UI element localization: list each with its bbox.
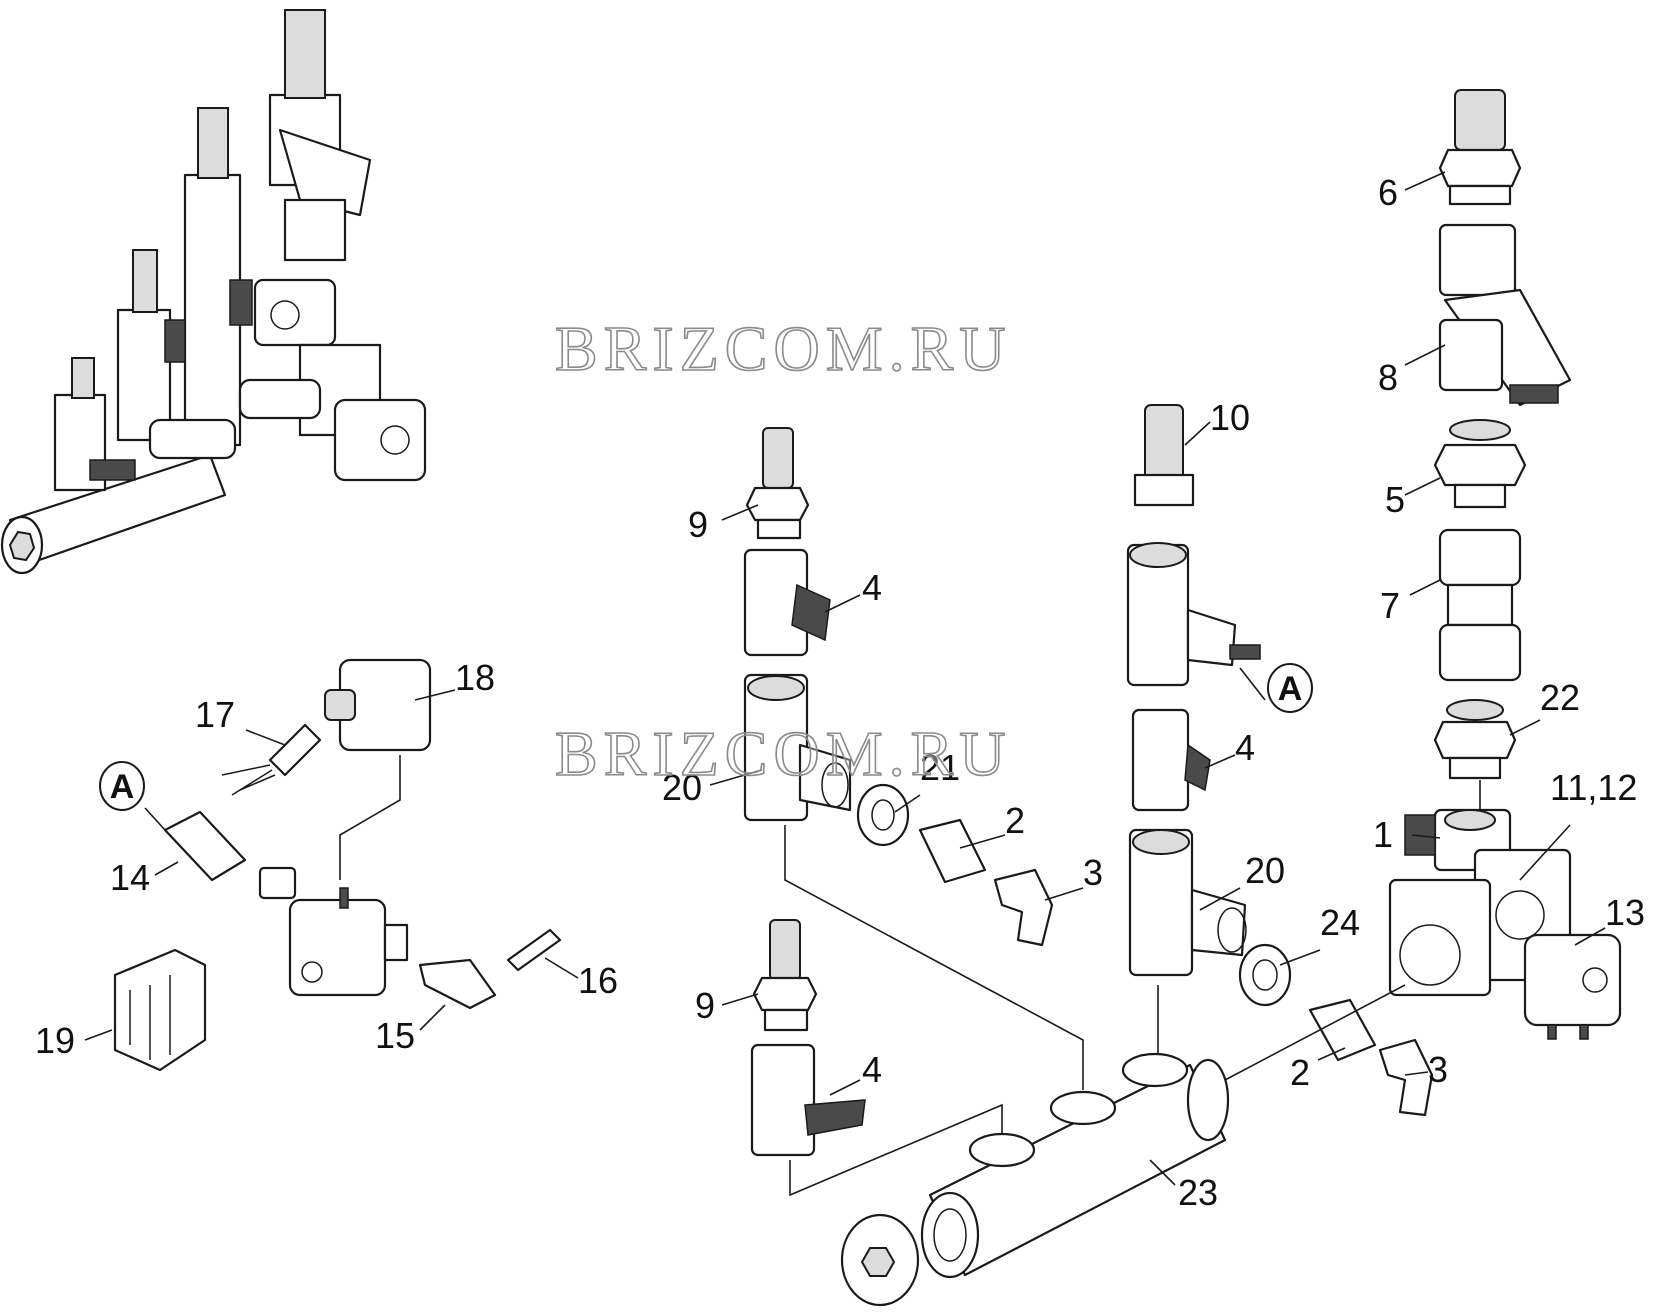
callout-17: 17	[195, 694, 235, 735]
callout-4-lower: 4	[862, 1049, 882, 1090]
part-4-ball-valve-middle	[1131, 708, 1211, 812]
callout-4-upper: 4	[862, 567, 882, 608]
callout-2-lower: 2	[1290, 1052, 1310, 1093]
callout-14: 14	[110, 857, 150, 898]
part-9-hose-nipple-upper	[745, 427, 810, 540]
part-4-ball-valve-lower	[750, 1043, 866, 1157]
part-2-fitting-upper	[918, 818, 987, 884]
part-14-coupling	[163, 810, 247, 882]
part-t-piece-with-sensor	[1126, 542, 1261, 687]
part-20-t-piece-middle	[1128, 828, 1247, 977]
reference-marker-a-right: A	[1267, 663, 1313, 713]
callout-9-upper: 9	[688, 504, 708, 545]
callout-24: 24	[1320, 902, 1360, 943]
callout-9-lower: 9	[695, 985, 715, 1026]
callout-4-middle: 4	[1235, 727, 1255, 768]
part-5-nipple	[1433, 419, 1527, 509]
callout-1: 1	[1373, 814, 1393, 855]
part-9-hose-nipple-lower	[752, 919, 818, 1032]
part-2-fitting-right	[1308, 998, 1377, 1062]
part-10-hose-nipple	[1133, 404, 1195, 507]
callout-19: 19	[35, 1020, 75, 1061]
callout-2-upper: 2	[1005, 800, 1025, 841]
callout-22: 22	[1540, 677, 1580, 718]
part-3-elbow-right	[1378, 1038, 1434, 1117]
callout-3-lower: 3	[1428, 1049, 1448, 1090]
callout-labels: 6 8 10 5 9 4 7 18 17 22 4 11,12 20 21 2 …	[35, 172, 1645, 1213]
part-16-tube	[506, 928, 562, 972]
part-6-hose-nipple	[1438, 89, 1522, 206]
callout-18: 18	[455, 657, 495, 698]
reference-marker-a-left: A	[99, 761, 145, 811]
callout-23: 23	[1178, 1172, 1218, 1213]
part-13-coil	[1523, 933, 1622, 1040]
callout-15: 15	[375, 1015, 415, 1056]
part-23-manifold	[920, 1052, 1230, 1279]
callout-20-middle: 20	[1245, 850, 1285, 891]
svg-text:A: A	[1278, 670, 1303, 708]
callout-6: 6	[1378, 172, 1398, 213]
callout-21: 21	[920, 747, 960, 788]
callout-5: 5	[1385, 479, 1405, 520]
callout-10: 10	[1210, 397, 1250, 438]
part-7-check-valve	[1438, 528, 1522, 682]
part-19-connector	[113, 948, 207, 1072]
assembled-valve-unit	[0, 9, 427, 575]
watermark-lower: BRIZCOM.RU	[555, 718, 1012, 789]
part-22-nipple	[1433, 699, 1517, 780]
part-17-cable	[221, 723, 322, 796]
leader-lines	[84, 171, 1606, 1197]
part-24-plug	[1238, 943, 1292, 1007]
part-21-plug	[856, 783, 910, 847]
part-pressure-switch-fitting	[258, 866, 297, 900]
callout-8: 8	[1378, 357, 1398, 398]
callout-3-upper: 3	[1083, 852, 1103, 893]
part-3-elbow-upper	[993, 868, 1054, 947]
part-solenoid-valve-left	[288, 887, 409, 997]
part-8-y-strainer	[1438, 223, 1572, 407]
watermark-upper: BRIZCOM.RU	[555, 313, 1012, 384]
callout-11-12: 11,12	[1550, 767, 1637, 808]
callout-20-upper: 20	[662, 767, 702, 808]
callout-7: 7	[1380, 585, 1400, 626]
svg-text:A: A	[110, 768, 135, 806]
part-15-elbow-fitting	[418, 958, 497, 1010]
part-18-coil	[324, 658, 432, 752]
part-4-ball-valve-upper	[743, 548, 831, 657]
manifold-end-cap	[840, 1213, 920, 1307]
part-20-t-piece-upper	[743, 673, 852, 822]
callout-13: 13	[1605, 892, 1645, 933]
callout-16: 16	[578, 960, 618, 1001]
